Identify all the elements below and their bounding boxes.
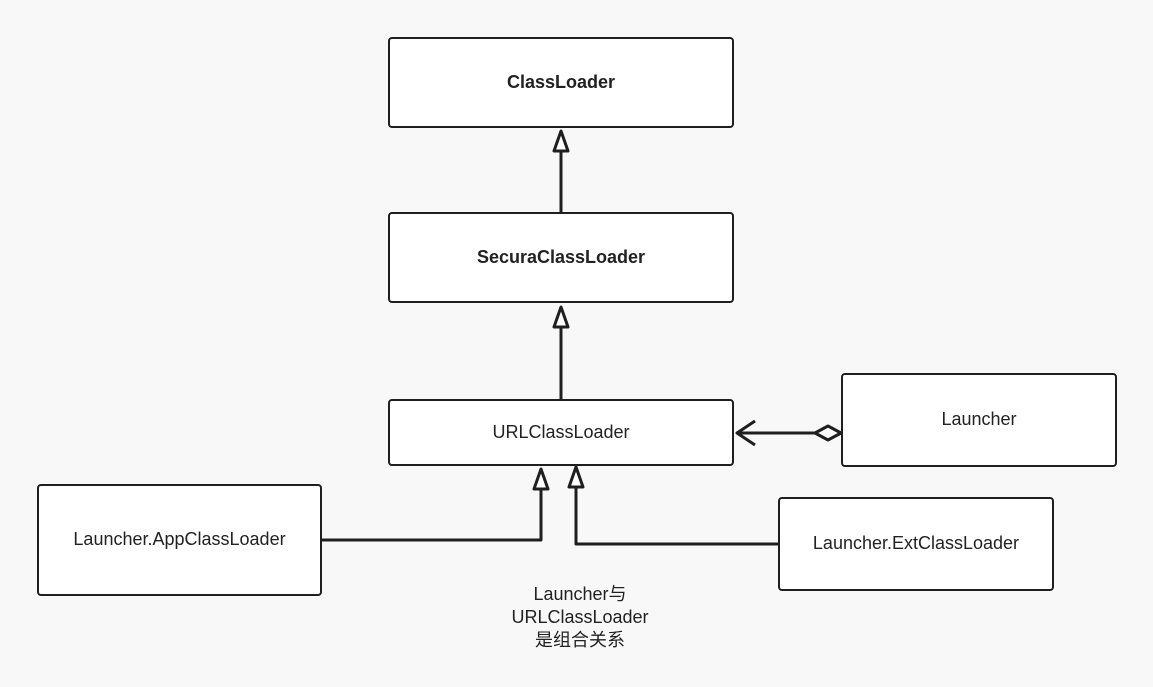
inheritance-arrowhead-icon xyxy=(552,305,570,329)
class-url-class-loader-box[interactable]: URLClassLoader xyxy=(388,399,734,466)
class-name-label: URLClassLoader xyxy=(492,421,630,442)
composition-note: Launcher与 URLClassLoader 是组合关系 xyxy=(465,583,695,652)
class-name-label: Launcher.ExtClassLoader xyxy=(812,533,1020,554)
class-name-label: ClassLoader xyxy=(506,71,616,92)
note-line: URLClassLoader xyxy=(511,607,649,627)
aggregation-diamond-icon xyxy=(813,424,843,442)
class-name-label: SecuraClassLoader xyxy=(476,246,646,267)
inheritance-edge-app-to-url xyxy=(322,489,543,542)
class-name-label: Launcher xyxy=(941,409,1017,430)
note-line: Launcher与 xyxy=(533,584,627,604)
class-ext-class-loader-box[interactable]: Launcher.ExtClassLoader xyxy=(778,497,1054,591)
class-launcher-box[interactable]: Launcher xyxy=(841,373,1117,467)
inheritance-arrowhead-icon xyxy=(567,465,585,489)
class-secure-class-loader-box[interactable]: SecuraClassLoader xyxy=(388,212,734,303)
inheritance-arrowhead-icon xyxy=(552,129,570,153)
inheritance-arrowhead-icon xyxy=(532,467,550,491)
class-name-label: Launcher.AppClassLoader xyxy=(73,529,286,550)
class-app-class-loader-box[interactable]: Launcher.AppClassLoader xyxy=(37,484,322,596)
inheritance-edge-ext-to-url xyxy=(574,487,778,546)
aggregation-arrowhead-icon xyxy=(735,419,756,447)
note-line: 是组合关系 xyxy=(535,630,625,650)
class-classloader-box[interactable]: ClassLoader xyxy=(388,37,734,128)
